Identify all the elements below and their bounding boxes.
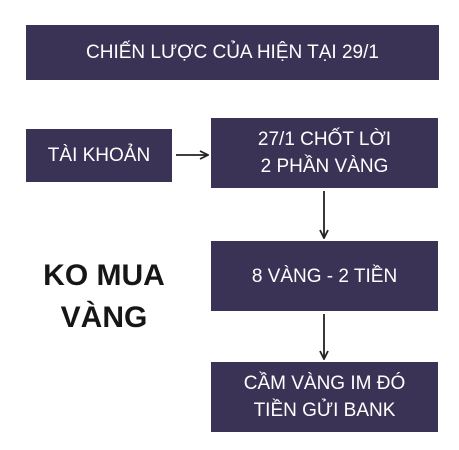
account-label: TÀI KHOẢN [47, 145, 151, 166]
step1-line2: 2 PHẦN VÀNG [260, 156, 389, 177]
step3-box: CẦM VÀNG IM ĐÓ TIỀN GỬI BANK [211, 362, 438, 432]
side-note-line1: KO MUA [43, 259, 165, 292]
step2-box: 8 VÀNG - 2 TIỀN [211, 241, 438, 311]
account-box: TÀI KHOẢN [26, 129, 172, 182]
step1-box: 27/1 CHỐT LỜI 2 PHẦN VÀNG [211, 118, 438, 188]
step3-line2: TIỀN GỬI BANK [253, 400, 396, 421]
step3-line1: CẦM VÀNG IM ĐÓ [243, 373, 406, 394]
side-note-line2: VÀNG [60, 301, 148, 334]
side-note: KO MUA VÀNG [14, 255, 194, 339]
step1-line1: 27/1 CHỐT LỜI [257, 129, 392, 150]
title-box: CHIẾN LƯỢC CỦA HIỆN TẠI 29/1 [26, 25, 439, 80]
step2-label: 8 VÀNG - 2 TIỀN [251, 265, 398, 287]
title-text: CHIẾN LƯỢC CỦA HIỆN TẠI 29/1 [86, 42, 379, 63]
